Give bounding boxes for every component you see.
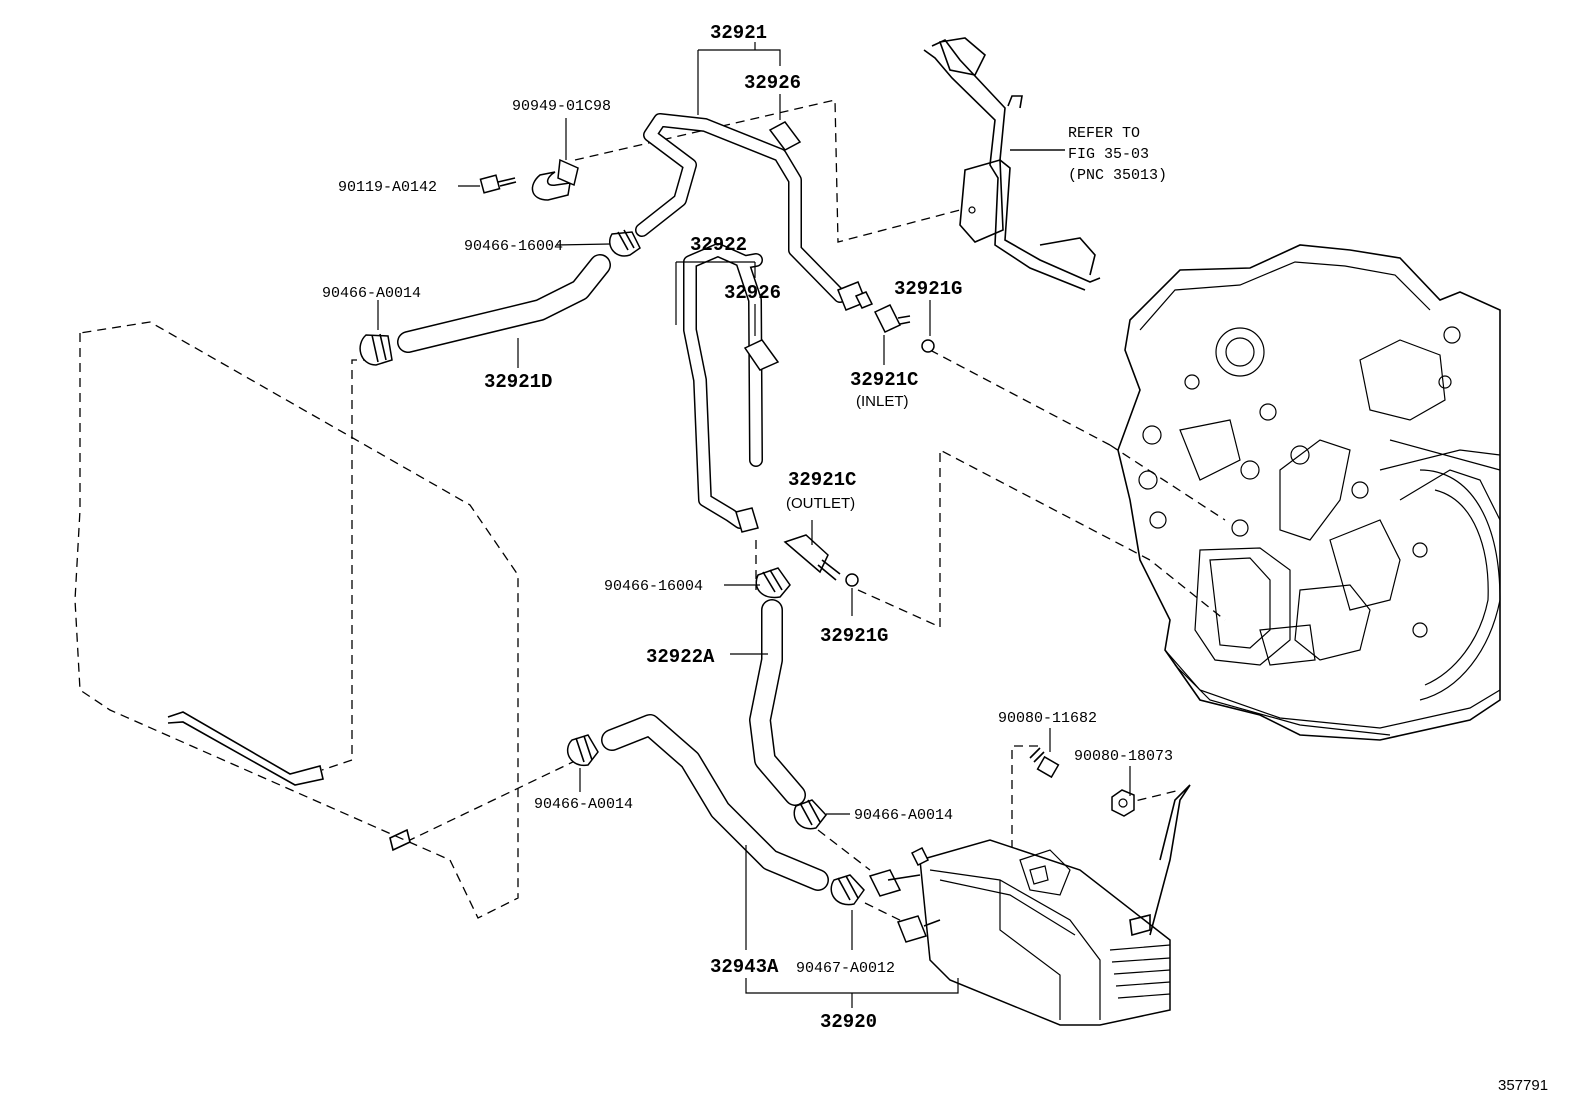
label-32920: 32920 <box>820 1011 877 1033</box>
clamp-90467-a0012 <box>830 874 865 906</box>
fitting-32921c-outlet <box>783 534 841 581</box>
clamp-90466-a0014-right <box>793 799 827 830</box>
label-32926-mid: 32926 <box>724 282 781 304</box>
label-90080-18073: 90080-18073 <box>1074 748 1173 765</box>
oring-32921g-top <box>921 339 935 353</box>
label-32922: 32922 <box>690 234 747 256</box>
pipe-32921 <box>635 113 874 311</box>
radiator-outline <box>74 321 519 919</box>
label-90466-a0014-top: 90466-A0014 <box>322 285 421 302</box>
clamp-90466-a0014-top <box>359 333 393 366</box>
clamp-90466-16004-top <box>609 229 641 257</box>
label-outlet-note: (OUTLET) <box>786 495 855 512</box>
clamp-90466-16004-mid <box>755 567 791 599</box>
hose-32921d <box>397 254 611 353</box>
oring-32921g-bottom <box>845 573 859 587</box>
label-90466-a0014-right: 90466-A0014 <box>854 807 953 824</box>
label-32921c-outlet: 32921C <box>788 469 856 491</box>
transaxle-housing <box>1117 244 1501 741</box>
part-labels: 32921 32926 90949-01C98 90119-A0142 9046… <box>322 22 1548 1094</box>
refer-line-2: FIG 35-03 <box>1068 146 1149 163</box>
label-90466-16004-top: 90466-16004 <box>464 238 563 255</box>
hose-32943a <box>601 714 829 891</box>
label-32921: 32921 <box>710 22 767 44</box>
label-32921c-inlet: 32921C <box>850 369 918 391</box>
diagram-id: 357791 <box>1498 1077 1548 1094</box>
label-32943a: 32943A <box>710 956 779 978</box>
leader-lines <box>377 42 1131 1008</box>
label-32921d: 32921D <box>484 371 552 393</box>
oil-cooler-32920 <box>868 784 1191 1026</box>
label-32921g-bottom: 32921G <box>820 625 888 647</box>
hose-32922a <box>749 599 806 806</box>
label-32926-top: 32926 <box>744 72 801 94</box>
label-90467-a0012: 90467-A0012 <box>796 960 895 977</box>
label-90466-a0014-left: 90466-A0014 <box>534 796 633 813</box>
label-90119-a0142: 90119-A0142 <box>338 179 437 196</box>
label-90466-16004-mid: 90466-16004 <box>604 578 703 595</box>
label-32922a: 32922A <box>646 646 715 668</box>
refer-line-3: (PNC 35013) <box>1068 167 1167 184</box>
bolt-90119-a0142 <box>479 174 517 194</box>
clamp-90466-a0014-left <box>567 734 599 766</box>
sleeve-32926-top <box>768 121 802 151</box>
refer-dipstick-assembly <box>923 37 1101 291</box>
label-inlet-note: (INLET) <box>856 393 909 410</box>
clamp-90949-01c98 <box>531 158 579 201</box>
refer-line-1: REFER TO <box>1068 125 1140 142</box>
nut-90080-18073 <box>1111 789 1135 817</box>
label-90080-11682: 90080-11682 <box>998 710 1097 727</box>
label-90949-01c98: 90949-01C98 <box>512 98 611 115</box>
label-32921g-top: 32921G <box>894 278 962 300</box>
pipe-32922 <box>683 243 763 533</box>
dashed-leaders <box>321 99 1226 931</box>
sleeve-32926-mid <box>743 339 780 371</box>
bolt-90080-11682 <box>1029 747 1060 779</box>
fitting-32921c-inlet <box>873 304 911 333</box>
